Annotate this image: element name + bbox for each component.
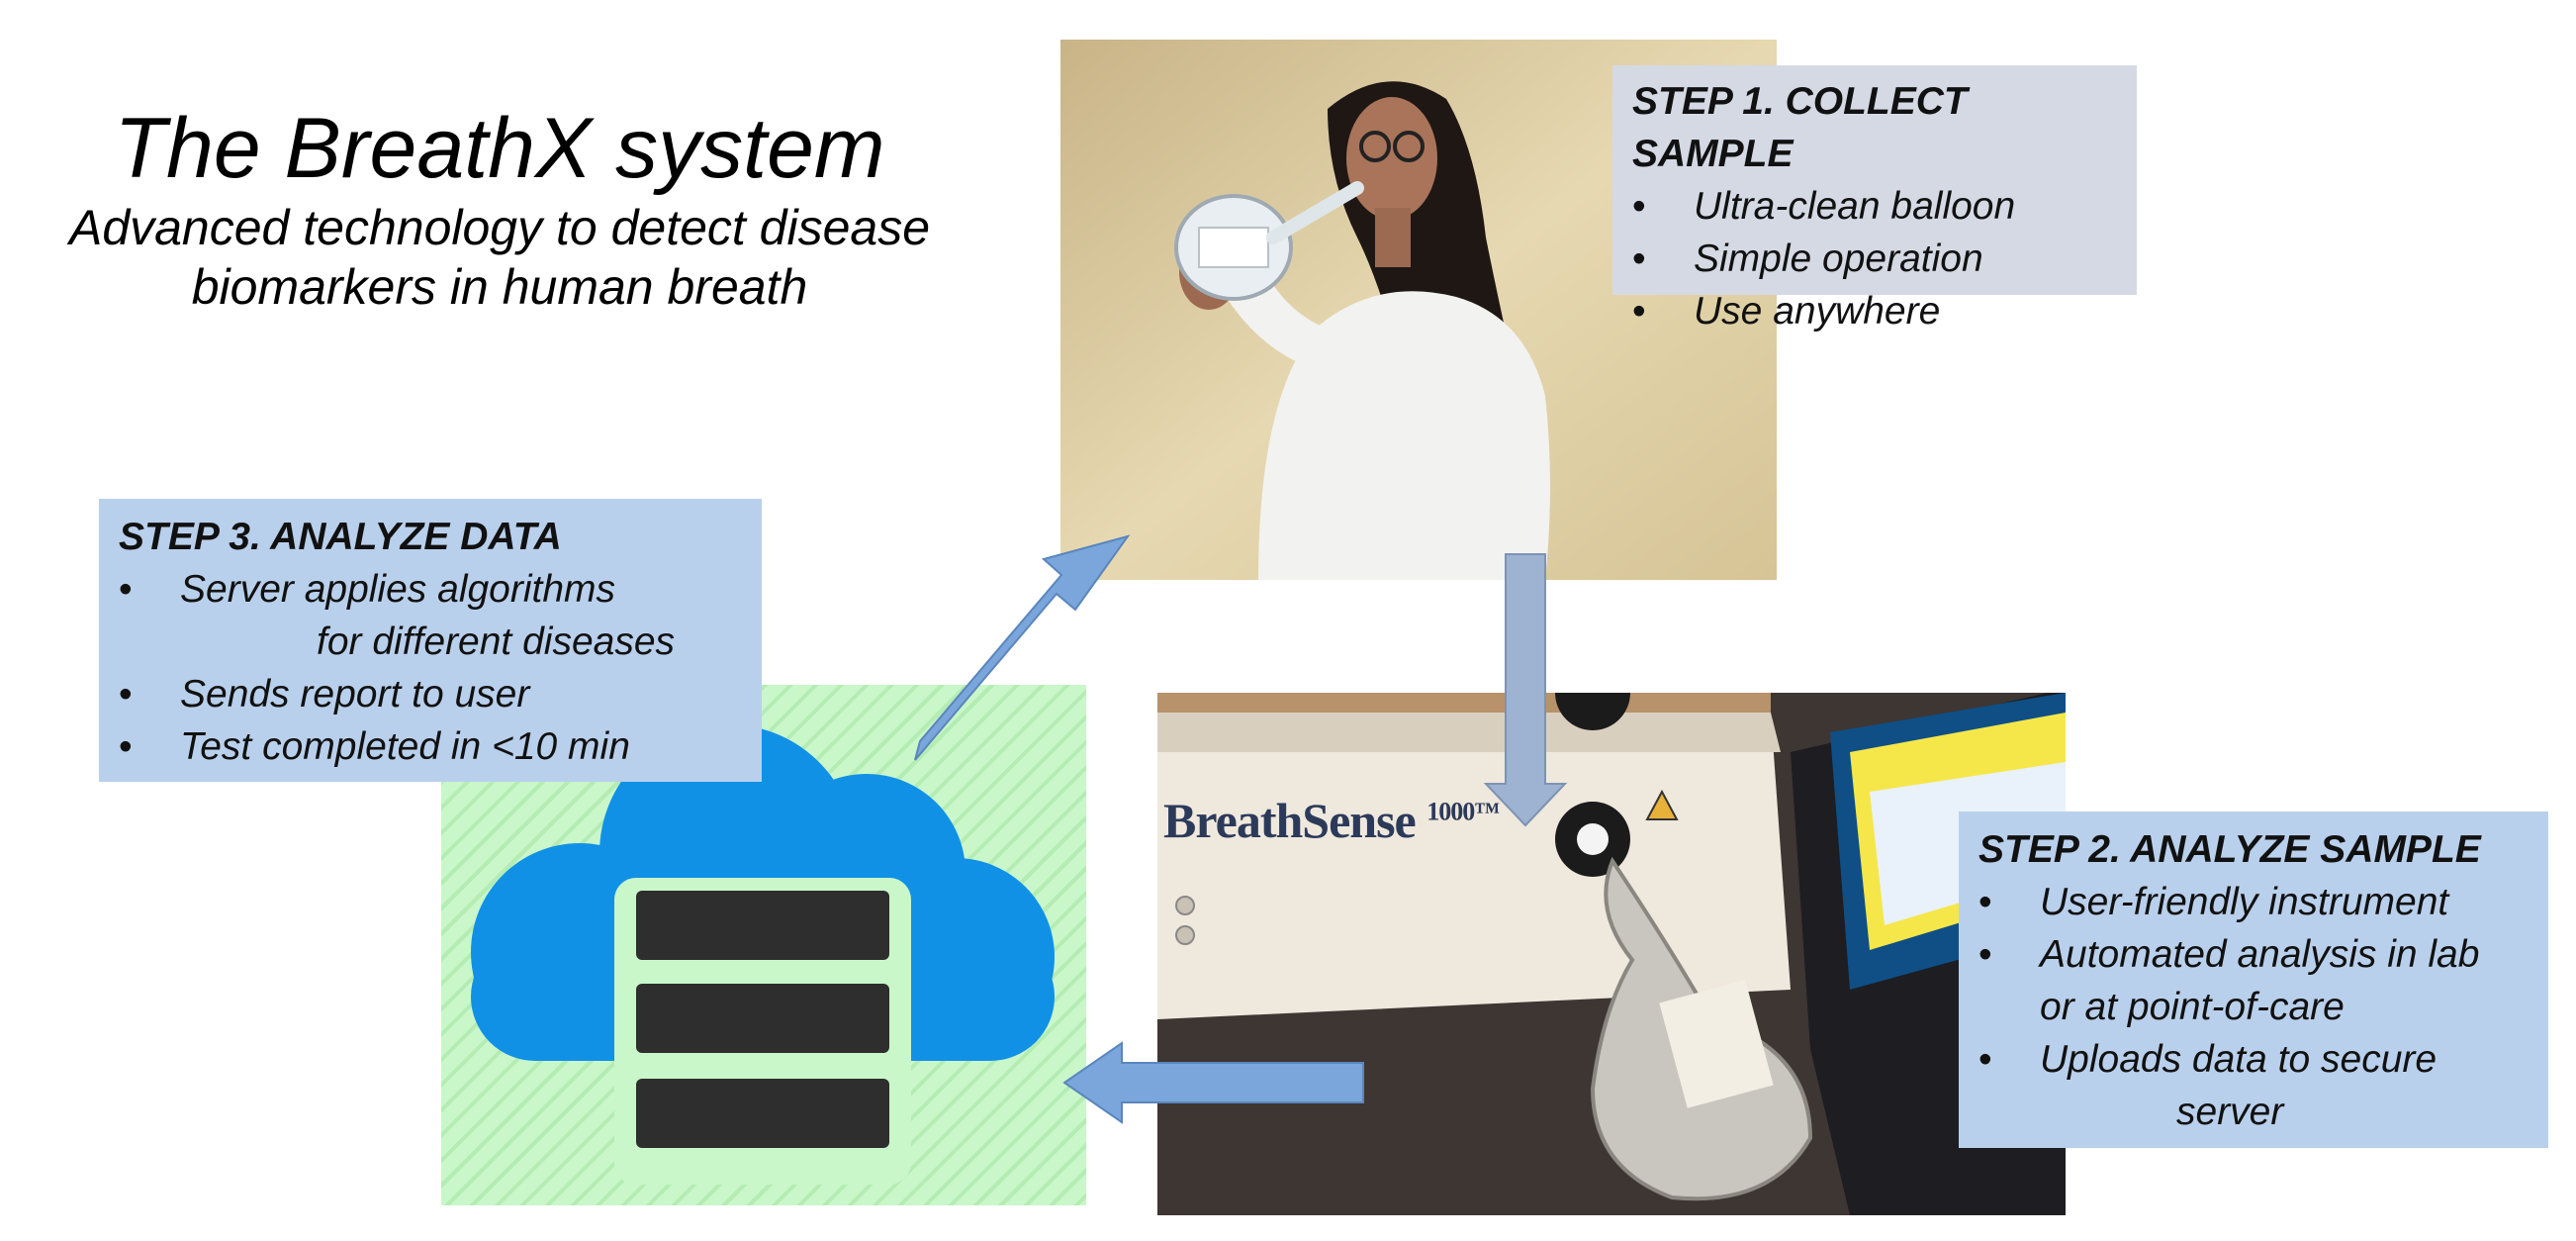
instrument-model: 1000™ — [1426, 797, 1500, 826]
step1-bullet: Use anywhere — [1632, 285, 2137, 337]
step3-bullet-continued: for different diseases — [317, 620, 676, 663]
step1-box: STEP 1. COLLECT SAMPLE Ultra-clean ballo… — [1612, 65, 2137, 337]
step2-bullet-continued: or at point-of-care — [2040, 986, 2345, 1028]
subtitle: Advanced technology to detect disease bi… — [59, 198, 940, 317]
step2-bullet: Automated analysis in lab — [1978, 928, 2548, 981]
step1-bullet: Simple operation — [1632, 233, 2137, 285]
instrument-brand-label: BreathSense 1000™ — [1163, 792, 1500, 849]
step3-bullet: Test completed in <10 min — [119, 720, 762, 773]
step1-bullet: Ultra-clean balloon — [1632, 180, 2137, 233]
step3-box: STEP 3. ANALYZE DATA Server applies algo… — [99, 499, 762, 782]
instrument-brand: BreathSense — [1163, 793, 1417, 848]
subtitle-line-2: biomarkers in human breath — [191, 259, 808, 315]
title-block: The BreathX system Advanced technology t… — [59, 99, 940, 317]
step1-heading: STEP 1. COLLECT SAMPLE — [1632, 80, 1968, 175]
step2-bullet: User-friendly instrument — [1978, 876, 2548, 928]
step3-heading: STEP 3. ANALYZE DATA — [119, 516, 562, 558]
arrow-down-icon — [1483, 553, 1568, 827]
person-illustration — [1060, 40, 1777, 580]
cloud-server-icon — [471, 724, 1055, 1185]
arrow-up-right-icon — [914, 534, 1131, 761]
arrow-left-icon — [1062, 1041, 1364, 1124]
step3-bullet: Server applies algorithms — [119, 563, 762, 616]
step3-bullet: Sends report to user — [119, 668, 762, 720]
step2-heading: STEP 2. ANALYZE SAMPLE — [1978, 828, 2481, 871]
main-title: The BreathX system — [114, 101, 885, 196]
step2-bullet-continued: server — [2176, 1091, 2284, 1133]
step2-box: STEP 2. ANALYZE SAMPLE User-friendly ins… — [1959, 811, 2548, 1148]
step2-bullet: Uploads data to secure — [1978, 1033, 2548, 1086]
subtitle-line-1: Advanced technology to detect disease — [68, 200, 931, 255]
server-tile — [441, 685, 1086, 1205]
